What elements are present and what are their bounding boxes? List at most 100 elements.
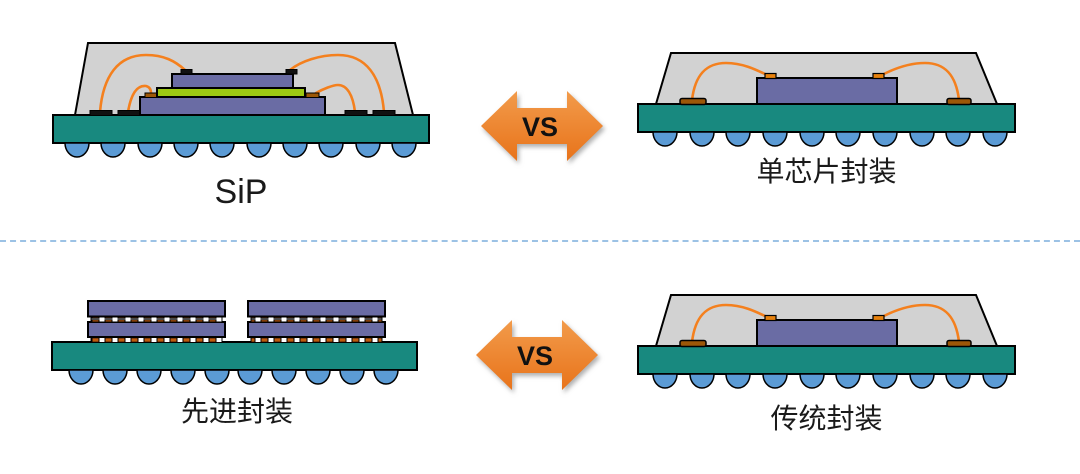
solder-balls xyxy=(64,142,417,158)
double-arrow-shape xyxy=(481,91,603,161)
solder-ball xyxy=(652,131,678,147)
solder-ball xyxy=(689,131,715,147)
wire-bond xyxy=(690,61,771,102)
wire-bond xyxy=(690,303,771,344)
die xyxy=(87,321,226,338)
bond-pad xyxy=(679,97,707,106)
solder-ball xyxy=(170,369,196,385)
solder-ball xyxy=(799,373,825,389)
wire-bond xyxy=(878,303,961,344)
solder-ball xyxy=(305,369,331,385)
sip-package-drawing xyxy=(52,42,430,158)
solder-ball xyxy=(835,373,861,389)
solder-ball xyxy=(909,373,935,389)
section-divider xyxy=(0,240,1080,242)
solder-ball xyxy=(318,142,344,158)
wire-bond xyxy=(314,83,357,114)
wire-bond xyxy=(288,53,386,114)
solder-ball xyxy=(725,131,751,147)
substrate xyxy=(52,114,430,144)
die-pad xyxy=(872,72,885,80)
solder-ball xyxy=(982,131,1008,147)
die-pad xyxy=(764,314,777,322)
solder-ball xyxy=(237,369,263,385)
bond-pad xyxy=(117,110,141,116)
solder-ball xyxy=(282,142,308,158)
double-arrow-shape xyxy=(476,320,598,390)
bond-pad xyxy=(372,110,396,116)
substrate xyxy=(51,341,418,371)
solder-ball xyxy=(945,373,971,389)
die-stack-right xyxy=(247,300,386,343)
solder-ball xyxy=(246,142,272,158)
wire-bond xyxy=(878,61,961,102)
solder-ball xyxy=(391,142,417,158)
vs-text: VS xyxy=(522,112,558,142)
bond-pad xyxy=(946,339,972,348)
die-pad xyxy=(285,69,298,75)
bond-pad xyxy=(89,110,113,116)
solder-ball xyxy=(173,142,199,158)
solder-balls xyxy=(652,373,1008,389)
solder-ball xyxy=(689,373,715,389)
solder-ball xyxy=(137,142,163,158)
die-pad xyxy=(872,314,885,322)
die-pad xyxy=(180,69,193,75)
single-chip-label: 单芯片封装 xyxy=(756,156,897,187)
traditional-package-drawing xyxy=(637,294,1016,389)
bond-pad xyxy=(679,339,707,348)
spacer-die xyxy=(156,87,306,98)
wire-bonds xyxy=(690,61,961,102)
substrate xyxy=(637,345,1016,375)
solder-ball xyxy=(945,131,971,147)
vs-text: VS xyxy=(517,341,553,371)
advanced-package-drawing xyxy=(51,300,418,385)
solder-ball xyxy=(909,131,935,147)
solder-ball xyxy=(339,369,365,385)
single-chip-package-drawing xyxy=(637,52,1016,147)
solder-ball xyxy=(136,369,162,385)
vs-arrow-top: VS xyxy=(481,91,603,161)
solder-ball xyxy=(762,373,788,389)
sip-label: SiP xyxy=(214,173,268,211)
solder-ball xyxy=(762,131,788,147)
die xyxy=(247,321,386,338)
solder-ball xyxy=(799,131,825,147)
wire-bond xyxy=(126,84,153,114)
die-pad xyxy=(305,92,320,98)
wire-bonds xyxy=(98,53,386,114)
bond-pad xyxy=(344,110,368,116)
top-die xyxy=(171,73,294,89)
solder-ball xyxy=(835,131,861,147)
advanced-label: 先进封装 xyxy=(180,396,293,427)
die-stack-left xyxy=(87,300,226,343)
substrate-pads xyxy=(89,110,396,116)
solder-ball xyxy=(68,369,94,385)
solder-ball xyxy=(271,369,297,385)
solder-ball xyxy=(652,373,678,389)
substrate xyxy=(637,103,1016,133)
solder-ball xyxy=(982,373,1008,389)
solder-ball xyxy=(64,142,90,158)
solder-ball xyxy=(373,369,399,385)
solder-balls xyxy=(68,369,399,385)
traditional-label: 传统封装 xyxy=(770,403,883,434)
solder-ball xyxy=(355,142,381,158)
wire-bonds xyxy=(690,303,961,344)
solder-ball xyxy=(872,131,898,147)
die xyxy=(756,77,898,105)
solder-ball xyxy=(209,142,235,158)
solder-ball xyxy=(725,373,751,389)
wire-bond xyxy=(98,53,187,114)
bottom-die xyxy=(139,96,326,116)
die xyxy=(756,319,898,347)
solder-ball xyxy=(204,369,230,385)
die xyxy=(247,300,386,318)
vs-arrow-bottom: VS xyxy=(476,320,598,390)
die xyxy=(87,300,226,318)
die-pad xyxy=(764,72,777,80)
solder-ball xyxy=(100,142,126,158)
solder-balls xyxy=(652,131,1008,147)
solder-ball xyxy=(102,369,128,385)
